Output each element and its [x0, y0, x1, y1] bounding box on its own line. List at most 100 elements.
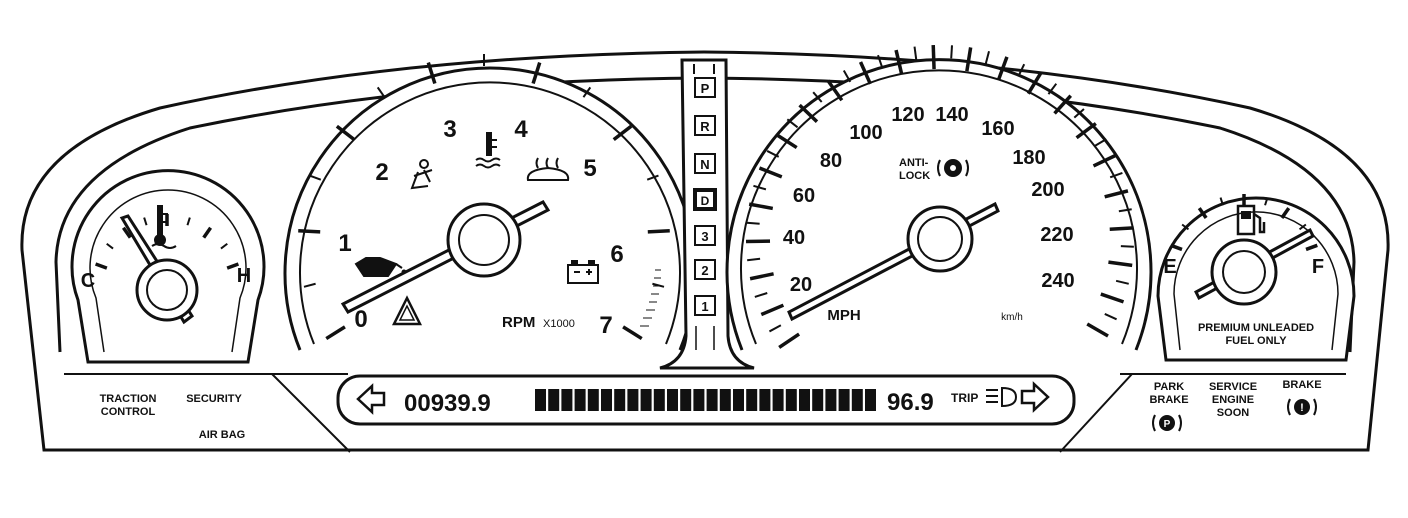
speedo-tick: [1026, 72, 1043, 95]
speedo-tick: [894, 49, 904, 74]
trip-bar-segment: [561, 389, 573, 411]
temp-tick: [186, 217, 191, 226]
speedo-number-220: 220: [1040, 224, 1073, 246]
trip-bargraph: [535, 389, 876, 411]
speedo-tick: [950, 45, 953, 59]
speedo-tick: [760, 303, 785, 317]
temp-tick: [106, 242, 114, 250]
gear-box-p: [694, 77, 716, 98]
trip-bar-segment: [759, 389, 771, 411]
tach-tick: [612, 124, 633, 142]
seatbelt-icon: [410, 159, 433, 190]
trip-bar-segment: [746, 389, 758, 411]
fuel-tick: [1280, 207, 1291, 219]
speedo-unit-label: MPH: [827, 307, 860, 324]
speedo-tick: [826, 79, 844, 102]
tach-multiplier-label: X1000: [543, 318, 575, 330]
speedo-tick: [1104, 189, 1129, 199]
gear-box-n: [694, 153, 716, 174]
trip-bar-segment: [799, 389, 810, 411]
tach-number-3: 3: [443, 116, 456, 143]
speedo-tick: [1075, 122, 1097, 140]
gear-box-1: [694, 295, 716, 316]
trip-bar-segment: [825, 389, 837, 411]
trip-bar-segment: [667, 389, 678, 411]
speedo-tick: [931, 45, 936, 70]
temp-tick: [202, 226, 213, 239]
trip-bar-segment: [548, 389, 560, 411]
antilock-label-line2: LOCK: [899, 170, 930, 182]
trip-bar-segment: [838, 389, 850, 411]
speedo-tick: [748, 202, 774, 211]
rear-defrost-icon: [526, 157, 570, 181]
tach-number-2: 2: [375, 159, 388, 186]
tach-number-6: 6: [610, 241, 623, 268]
fuel-empty-label: E: [1163, 256, 1176, 278]
trip-bar-segment: [640, 389, 652, 411]
speedo-tick: [746, 221, 760, 225]
traction-control-line2: CONTROL: [101, 406, 156, 418]
speedo-tick: [1017, 63, 1026, 77]
trip-bar-segment: [535, 389, 546, 411]
tach-tick: [646, 174, 659, 181]
park-brake-icon: P: [1152, 414, 1182, 432]
svg-text:P: P: [1164, 419, 1171, 430]
gear-box-3: [694, 225, 716, 246]
park-brake-line2: BRAKE: [1149, 394, 1188, 406]
gear-label-d: D: [701, 194, 710, 208]
speedo-tick: [1109, 171, 1123, 179]
trip-bar-segment: [865, 389, 876, 411]
tach-redline-zone: [640, 269, 661, 327]
speedo-metric-label: km/h: [1001, 312, 1023, 323]
speedo-tick: [858, 61, 872, 85]
speedo-tick: [768, 324, 782, 333]
speedo-number-240: 240: [1041, 270, 1074, 292]
speedo-tick: [842, 70, 852, 83]
tachometer: 0 1 2 3 4 5 6 7 RPM X1000: [283, 54, 697, 351]
trip-bar-segment: [851, 389, 863, 411]
speedo-tick: [1086, 322, 1109, 338]
gear-label-p: P: [701, 81, 710, 96]
lower-right-slant: [1059, 373, 1133, 453]
gear-label-3: 3: [701, 229, 708, 244]
tach-number-0: 0: [354, 306, 367, 333]
trip-bar-segment: [627, 389, 639, 411]
tach-number-7: 7: [599, 312, 612, 339]
fuel-notice-line1: PREMIUM UNLEADED: [1198, 322, 1314, 334]
speedo-number-140: 140: [935, 104, 968, 126]
speedo-tick: [1115, 279, 1129, 285]
fuel-tick: [1181, 223, 1190, 231]
fuel-notice-line2: FUEL ONLY: [1225, 335, 1287, 347]
airbag-indicator: AIR BAG: [199, 429, 245, 441]
speedo-tick: [965, 47, 973, 72]
speedo-number-20: 20: [790, 274, 812, 296]
odometer-panel: [336, 374, 1076, 426]
brake-label: BRAKE: [1282, 379, 1321, 391]
gear-label-2: 2: [701, 263, 708, 278]
temp-tick: [121, 226, 132, 239]
speedo-tick: [766, 150, 780, 158]
speedo-number-200: 200: [1031, 179, 1064, 201]
gear-selector: P R N D 3 2 1: [659, 58, 755, 370]
speedo-tick: [753, 184, 767, 191]
speedo-tick: [778, 332, 801, 349]
svg-text:!: !: [1300, 402, 1304, 414]
trip-bar-segment: [601, 389, 612, 411]
antilock-label-line1: ANTI-: [899, 157, 929, 169]
coolant-temp-icon: [475, 132, 501, 169]
speedo-tick: [1109, 226, 1134, 232]
cluster-outer-housing: [20, 50, 1390, 452]
tach-tick: [335, 124, 356, 142]
speedo-number-160: 160: [981, 118, 1014, 140]
speedo-tick: [1100, 292, 1125, 304]
tach-number-5: 5: [583, 155, 596, 182]
gear-selector-frame: [659, 58, 755, 370]
tach-tick: [376, 86, 386, 98]
tach-number-1: 1: [338, 230, 351, 257]
oil-can-icon: [354, 257, 407, 277]
speedo-tick: [754, 292, 768, 298]
trip-label: TRIP: [951, 391, 978, 405]
brake-warning-icon: !: [1287, 398, 1317, 416]
fuel-tick: [1305, 243, 1318, 252]
temp-tick: [94, 262, 108, 270]
